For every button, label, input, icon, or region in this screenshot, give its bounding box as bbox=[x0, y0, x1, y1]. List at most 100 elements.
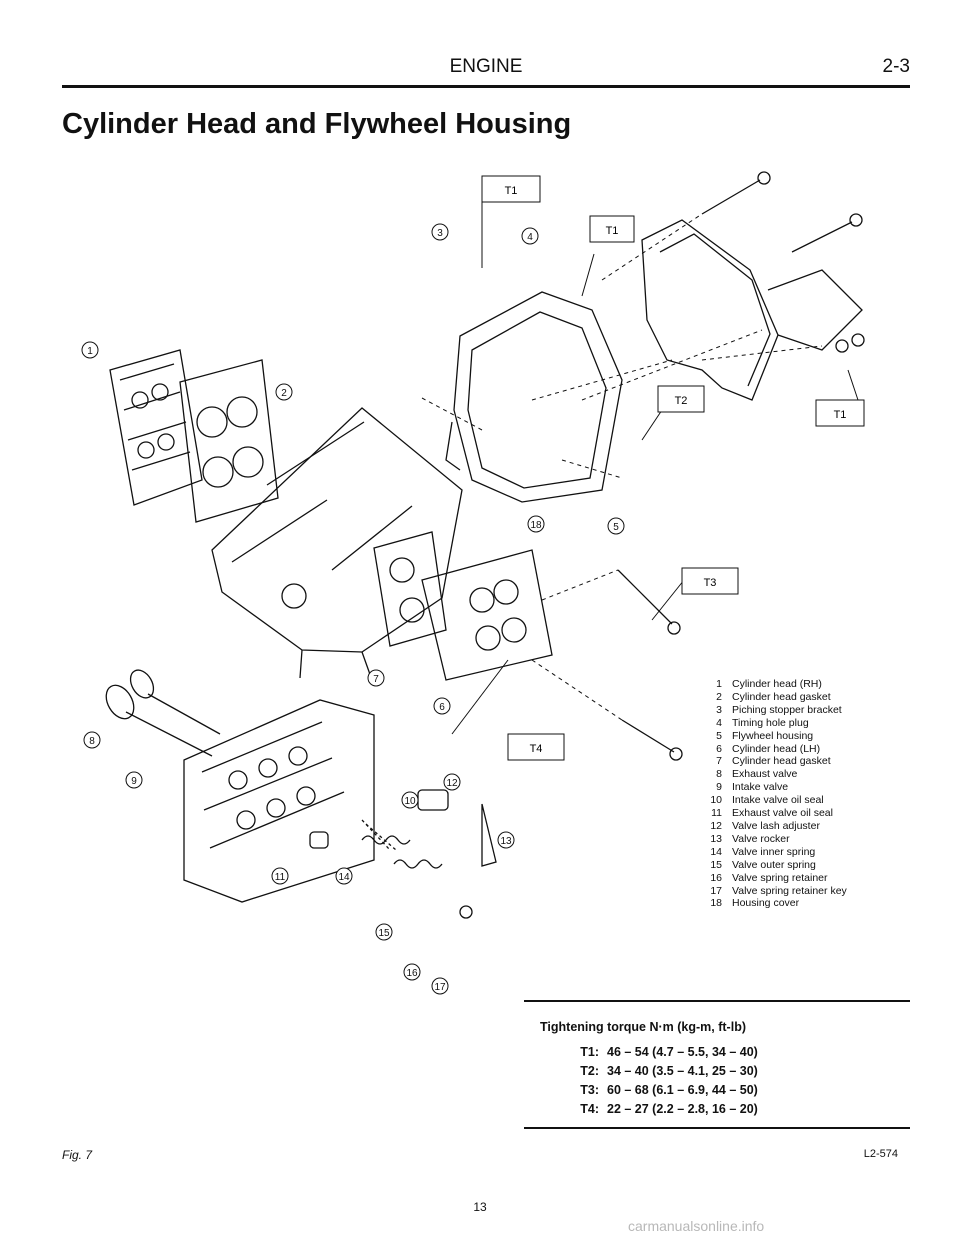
legend-item: 14 Valve inner spring bbox=[698, 846, 847, 859]
legend-text: Flywheel housing bbox=[732, 729, 814, 742]
legend-item: 2 Cylinder head gasket bbox=[698, 691, 847, 704]
callout-6: 6 bbox=[433, 697, 451, 715]
legend-item: 9 Intake valve bbox=[698, 781, 847, 794]
callout-9: 9 bbox=[125, 771, 143, 789]
page-reference: 2-3 bbox=[882, 56, 910, 77]
torque-tag-t1-right: T1 bbox=[815, 369, 865, 427]
torque-row-t1: T1: 46 – 54 (4.7 – 5.5, 34 – 40) bbox=[580, 1045, 758, 1059]
torque-tag-t3: T3 bbox=[651, 567, 739, 621]
callout-12: 12 bbox=[443, 773, 461, 791]
legend-item: 13 Valve rocker bbox=[698, 833, 847, 846]
watermark: carmanualsonline.info bbox=[628, 1218, 765, 1234]
svg-text:12: 12 bbox=[446, 778, 458, 789]
legend-text: Exhaust valve oil seal bbox=[732, 807, 833, 820]
torque-row-t3: T3: 60 – 68 (6.1 – 6.9, 44 – 50) bbox=[580, 1083, 758, 1097]
svg-text:T4: T4 bbox=[530, 743, 543, 755]
legend-text: Intake valve bbox=[732, 781, 789, 794]
legend-number: 15 bbox=[710, 858, 722, 871]
legend-number: 9 bbox=[716, 781, 722, 794]
cylinder-head-rh-illustration bbox=[109, 349, 203, 506]
svg-text:11: 11 bbox=[275, 872, 286, 883]
legend-text: Valve spring retainer bbox=[732, 871, 828, 884]
callout-7: 7 bbox=[367, 669, 385, 687]
engine-block-illustration bbox=[211, 407, 463, 681]
legend-number: 17 bbox=[710, 884, 722, 897]
torque-tag-t4: T4 bbox=[451, 659, 565, 761]
svg-text:T2: T2 bbox=[675, 395, 688, 407]
torque-tag-t2: T2 bbox=[641, 385, 705, 441]
legend-number: 6 bbox=[716, 742, 722, 755]
legend-number: 7 bbox=[716, 755, 722, 768]
svg-text:T1: T1 bbox=[606, 225, 619, 237]
section-title: ENGINE bbox=[449, 56, 523, 77]
callout-15: 15 bbox=[375, 923, 393, 941]
cylinder-head-lh-illustration bbox=[421, 549, 553, 681]
svg-text:8: 8 bbox=[89, 736, 95, 747]
header-rule bbox=[62, 85, 910, 88]
torque-row-t4: T4: 22 – 27 (2.2 – 2.8, 16 – 20) bbox=[580, 1102, 758, 1116]
legend-item: 3 Piching stopper bracket bbox=[698, 704, 847, 717]
callout-14: 14 bbox=[335, 867, 353, 885]
cylinder-head-gasket-rh-illustration bbox=[179, 359, 279, 523]
legend-text: Valve rocker bbox=[732, 832, 790, 845]
legend-number: 1 bbox=[716, 678, 722, 690]
legend-item: 16 Valve spring retainer bbox=[698, 872, 847, 885]
legend-text: Piching stopper bracket bbox=[732, 703, 842, 716]
callout-4: 4 bbox=[521, 227, 539, 245]
callout-10: 10 bbox=[401, 791, 419, 809]
legend-text: Valve outer spring bbox=[732, 858, 816, 871]
flywheel-housing-illustration bbox=[445, 291, 623, 503]
svg-text:9: 9 bbox=[131, 776, 137, 787]
page-header: ENGINE 2-3 bbox=[62, 56, 910, 96]
svg-text:13: 13 bbox=[500, 836, 512, 847]
callout-16: 16 bbox=[403, 963, 421, 981]
legend-item: 11 Exhaust valve oil seal bbox=[698, 807, 847, 820]
legend-text: Cylinder head gasket bbox=[732, 690, 831, 703]
legend-text: Housing cover bbox=[732, 897, 800, 910]
legend-number: 11 bbox=[711, 807, 722, 820]
legend-number: 12 bbox=[710, 819, 722, 832]
callout-8: 8 bbox=[83, 731, 101, 749]
torque-table: Tightening torque N·m (kg-m, ft-lb) T1: … bbox=[524, 1000, 910, 1129]
svg-text:T1: T1 bbox=[834, 409, 847, 421]
legend-number: 14 bbox=[710, 845, 722, 858]
legend-number: 10 bbox=[710, 794, 722, 807]
reference-code: L2-574 bbox=[863, 1148, 898, 1160]
page-title: Cylinder Head and Flywheel Housing bbox=[62, 108, 572, 140]
svg-text:17: 17 bbox=[434, 982, 446, 993]
legend-text: Valve inner spring bbox=[732, 845, 816, 858]
svg-text:T1: T1 bbox=[505, 185, 518, 197]
callout-1: 1 bbox=[81, 341, 99, 359]
svg-text:10: 10 bbox=[404, 796, 416, 807]
svg-text:3: 3 bbox=[437, 228, 443, 239]
legend-number: 8 bbox=[716, 768, 722, 781]
figure-label: Fig. 7 bbox=[62, 1148, 93, 1162]
torque-rule-top bbox=[524, 1000, 910, 1002]
legend-number: 13 bbox=[710, 832, 722, 845]
svg-text:1: 1 bbox=[87, 346, 93, 357]
legend-number: 3 bbox=[716, 703, 722, 716]
svg-text:4: 4 bbox=[527, 232, 533, 243]
legend-number: 16 bbox=[710, 871, 722, 884]
valve-train-illustration bbox=[309, 789, 497, 919]
page-number: 13 bbox=[473, 1200, 487, 1214]
torque-rule-bottom bbox=[524, 1127, 910, 1129]
callout-18: 18 bbox=[527, 515, 545, 533]
torque-row-t2: T2: 34 – 40 (3.5 – 4.1, 25 – 30) bbox=[580, 1064, 758, 1078]
svg-text:7: 7 bbox=[373, 674, 379, 685]
exploded-diagram: T1 T1 T2 T1 T3 T4 1 2 3 4 5 6 7 8 9 10 1… bbox=[81, 171, 865, 995]
svg-text:16: 16 bbox=[406, 968, 418, 979]
svg-text:18: 18 bbox=[530, 520, 542, 531]
legend-item: 10 Intake valve oil seal bbox=[698, 794, 847, 807]
legend-number: 2 bbox=[716, 690, 722, 703]
legend-text: Intake valve oil seal bbox=[732, 794, 824, 807]
callout-2: 2 bbox=[275, 383, 293, 401]
bolts-illustration bbox=[617, 171, 865, 761]
svg-text:5: 5 bbox=[613, 522, 619, 533]
